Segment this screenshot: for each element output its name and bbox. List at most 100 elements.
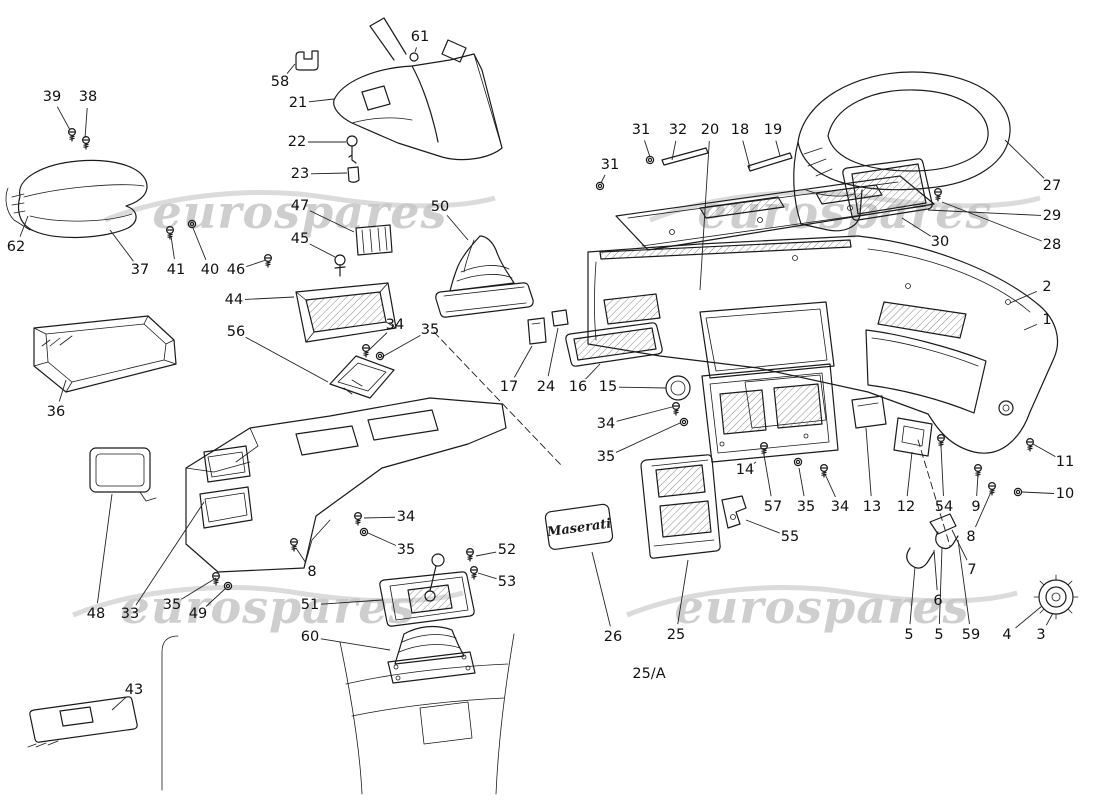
callout-leader-57	[763, 454, 772, 497]
part-callout-17: 17	[500, 379, 518, 395]
callout-leader-5	[909, 566, 916, 625]
callout-leader-59	[957, 539, 970, 625]
part-callout-9: 9	[971, 499, 980, 515]
callout-leader-55	[745, 519, 780, 534]
part-callout-13: 13	[863, 499, 881, 515]
part-callout-43: 43	[125, 682, 143, 698]
part-callout-54: 54	[935, 499, 953, 515]
part-callout-37: 37	[131, 262, 149, 278]
part-callout-34: 34	[397, 509, 415, 525]
callout-leader-60	[320, 638, 391, 651]
callout-leader-16	[585, 363, 601, 380]
part-callout-31: 31	[632, 122, 650, 138]
dashboard-drawing	[587, 235, 1059, 454]
watermark-text: eurospares	[675, 580, 970, 634]
callout-leader-26	[591, 551, 611, 627]
mount-plate-drawing	[27, 635, 179, 791]
part-callout-28: 28	[1043, 237, 1061, 253]
callout-leader-35	[615, 422, 681, 453]
glovebox-parts-drawing	[851, 395, 1035, 497]
part-callout-48: 48	[87, 606, 105, 622]
shifter-plate-drawing	[379, 547, 478, 684]
part-callout-55: 55	[781, 529, 799, 545]
part-callout-31: 31	[601, 157, 619, 173]
watermark: eurospares	[72, 580, 464, 634]
part-callout-35: 35	[797, 499, 815, 515]
callout-leader-37	[109, 229, 134, 262]
part-callout-23: 23	[291, 166, 309, 182]
callout-leader-8	[975, 491, 992, 528]
watermark: eurospares	[104, 185, 496, 239]
callout-leader-34	[616, 406, 673, 422]
part-callout-35: 35	[597, 449, 615, 465]
callout-leader-35	[181, 577, 217, 600]
part-callout-15: 15	[599, 379, 617, 395]
part-callout-8: 8	[966, 529, 975, 545]
ashtray-drawing	[295, 224, 397, 343]
watermark-text: eurospares	[121, 580, 416, 634]
callout-leader-28	[941, 201, 1042, 242]
callout-leader-8	[295, 547, 307, 564]
part-callout-25: 25	[667, 627, 685, 643]
part-callout-40: 40	[201, 262, 219, 278]
part-callout-32: 32	[669, 122, 687, 138]
part-callout-12: 12	[897, 499, 915, 515]
callout-leader-17	[513, 345, 533, 378]
console-pad-drawing	[89, 447, 157, 502]
retainer-clips-drawing	[906, 439, 959, 569]
part-callout-16: 16	[569, 379, 587, 395]
part-callout-35: 35	[397, 542, 415, 558]
callout-leader-46	[246, 259, 267, 267]
part-callout-5: 5	[904, 627, 913, 643]
part-callout-35: 35	[421, 322, 439, 338]
radio-console-drawing	[640, 454, 747, 559]
center-console-drawing	[185, 397, 507, 591]
callout-leader-30	[901, 217, 931, 237]
callout-leader-31	[600, 174, 606, 184]
watermark-text: eurospares	[153, 185, 448, 239]
callout-leader-4	[1015, 605, 1043, 629]
part-callout-24: 24	[537, 379, 555, 395]
part-callout-52: 52	[498, 542, 516, 558]
callout-leader-15	[618, 386, 667, 389]
part-callout-11: 11	[1056, 454, 1074, 470]
instrument-cluster-drawing	[671, 363, 839, 478]
part-callout-21: 21	[289, 95, 307, 111]
console-bracket-drawing	[329, 344, 395, 399]
callout-leader-53	[477, 572, 497, 580]
callout-leader-7	[951, 529, 968, 561]
part-callout-14: 14	[736, 462, 754, 478]
callout-leader-48	[97, 493, 113, 604]
callout-leader-49	[205, 587, 227, 607]
part-callout-47: 47	[291, 198, 309, 214]
steering-column-bracket-drawing	[295, 17, 503, 183]
part-callout-8: 8	[307, 564, 316, 580]
trim-rods-drawing	[595, 147, 793, 191]
callout-leader-61	[414, 47, 417, 53]
part-callout-18: 18	[731, 122, 749, 138]
part-callout-44: 44	[225, 292, 243, 308]
part-callout-49: 49	[189, 606, 207, 622]
callout-leader-18	[742, 140, 751, 169]
callout-leader-34	[363, 516, 396, 519]
part-callout-60: 60	[301, 629, 319, 645]
callout-leader-44	[244, 296, 295, 300]
callout-leader-3	[1045, 612, 1054, 626]
part-callout-35: 35	[163, 597, 181, 613]
construction-line	[433, 331, 563, 467]
instrument-hood-drawing	[793, 71, 1011, 232]
part-callout-19: 19	[764, 122, 782, 138]
callout-leader-5	[938, 547, 943, 625]
armrest-drawing	[5, 128, 272, 268]
part-callout-6: 6	[933, 593, 942, 609]
callout-leader-6	[933, 549, 938, 591]
callout-leader-52	[475, 551, 497, 557]
part-callout-41: 41	[167, 262, 185, 278]
callout-leader-13	[865, 427, 872, 497]
callout-leader-35	[381, 335, 421, 358]
callout-leader-34	[368, 332, 388, 351]
part-callout-29: 29	[1043, 208, 1061, 224]
storage-bin-drawing	[33, 315, 177, 393]
